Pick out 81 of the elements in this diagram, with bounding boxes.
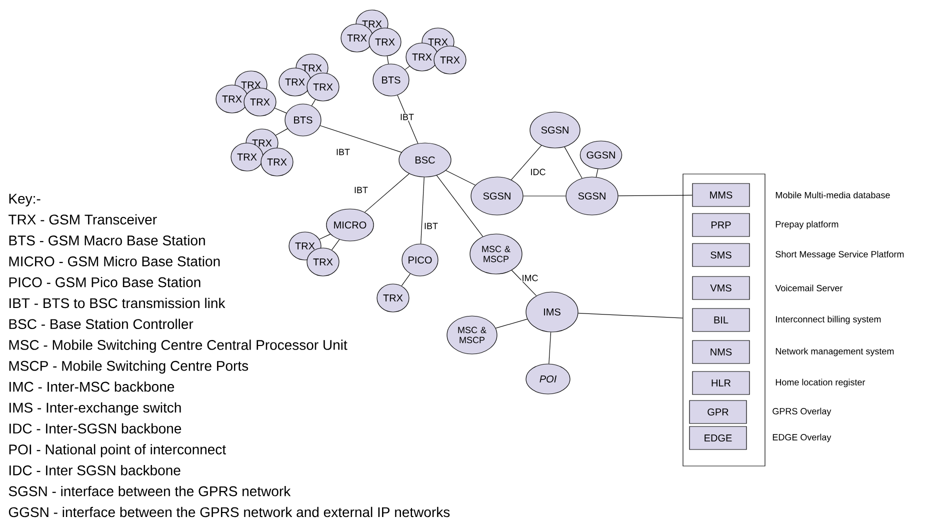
edge-label: IBT [336, 148, 350, 156]
connector [436, 175, 484, 237]
connector [386, 56, 389, 64]
system-description: Mobile Multi-media database [776, 192, 890, 198]
network-node: SGSN [566, 176, 618, 216]
system-box: PRP [692, 213, 750, 237]
key-text: BSC - Base Station Controller [9, 318, 194, 330]
system-box: BIL [692, 308, 750, 332]
connector [397, 94, 418, 144]
system-box: HLR [692, 371, 750, 395]
system-box: GPR [689, 400, 747, 424]
network-node: SGSN [470, 176, 524, 216]
connector [274, 108, 287, 114]
system-box: EDGE [689, 426, 747, 450]
network-node: BSC [398, 142, 452, 178]
key-text: Key:- [9, 194, 40, 206]
key-text: IMS - Inter-exchange switch [10, 402, 181, 416]
connector [275, 128, 288, 136]
system-box: SMS [692, 243, 750, 267]
system-box: VMS [692, 276, 750, 300]
network-node: TRX [368, 28, 402, 56]
key-text: TRX - GSM Transceiver [8, 214, 157, 225]
network-node: MSC & MSCP [446, 316, 498, 354]
connector [404, 66, 410, 70]
edge-label: IBT [400, 113, 414, 121]
network-node: BTS [284, 104, 322, 136]
key-text: MSCP - Mobile Switching Centre Ports [9, 360, 248, 374]
key-text: BTS - GSM Macro Base Station [9, 235, 205, 246]
network-node: PICO [402, 244, 438, 276]
connector [420, 176, 424, 244]
key-text: SGSN - interface between the GPRS network [8, 486, 291, 496]
system-description: Prepay platform [776, 220, 838, 230]
key-text: MSC - Mobile Switching Centre Central Processor Unit [9, 340, 348, 353]
network-node: TRX [306, 72, 340, 102]
edge-label: IBT [354, 186, 368, 194]
system-description: Interconnect billing system [776, 316, 881, 324]
network-node: TRX [260, 148, 294, 176]
key-text: IMC - Inter-MSC backbone [10, 381, 174, 392]
system-description: EDGE Overlay [772, 434, 832, 442]
connector [548, 332, 552, 364]
edge-label: IMC [521, 274, 539, 282]
system-box: NMS [692, 340, 750, 364]
connector [510, 145, 542, 180]
system-description: Short Message Service Platform [776, 250, 904, 260]
network-node: IMS [526, 292, 578, 332]
connector [446, 170, 476, 186]
system-description: GPRS Overlay [772, 408, 832, 416]
key-text: IDC - Inter SGSN backbone [10, 465, 180, 476]
connector [319, 234, 331, 240]
key-text: GGSN - interface between the GPRS network and external IP networks [8, 506, 450, 518]
network-node: TRX [434, 46, 466, 74]
system-description: Voicemail Server [775, 284, 843, 292]
network-node: MICRO [326, 208, 374, 242]
connector [578, 312, 683, 318]
system-description: Home location register [776, 378, 866, 388]
network-node: BTS [372, 64, 410, 96]
edge-label: IDC [530, 168, 546, 176]
key-text: MICRO - GSM Micro Base Station [9, 256, 220, 266]
connector [332, 239, 340, 250]
network-node: SGSN [530, 112, 580, 148]
network-node: TRX [244, 88, 276, 116]
key-text: IDC - Inter-SGSN backbone [10, 423, 182, 434]
network-node: TRX [376, 284, 410, 312]
connector [401, 273, 411, 286]
connector [311, 99, 316, 106]
connector [564, 146, 582, 178]
connector [618, 194, 692, 196]
key-text: IBT - BTS to BSC transmission link [10, 298, 226, 308]
connector [511, 270, 537, 296]
system-description: Network management system [776, 348, 894, 356]
edge-label: IBT [424, 222, 438, 230]
connector [495, 318, 528, 328]
network-node: MSC & MSCP [470, 234, 522, 274]
connector [320, 125, 402, 153]
connector [364, 173, 410, 212]
connector [596, 168, 598, 178]
network-node: GGSN [580, 140, 622, 170]
key-text: POI - National point of interconnect [9, 444, 226, 458]
network-node: POI [526, 364, 570, 394]
key-text: PICO - GSM Pico Base Station [9, 276, 200, 288]
system-box: MMS [692, 183, 750, 207]
